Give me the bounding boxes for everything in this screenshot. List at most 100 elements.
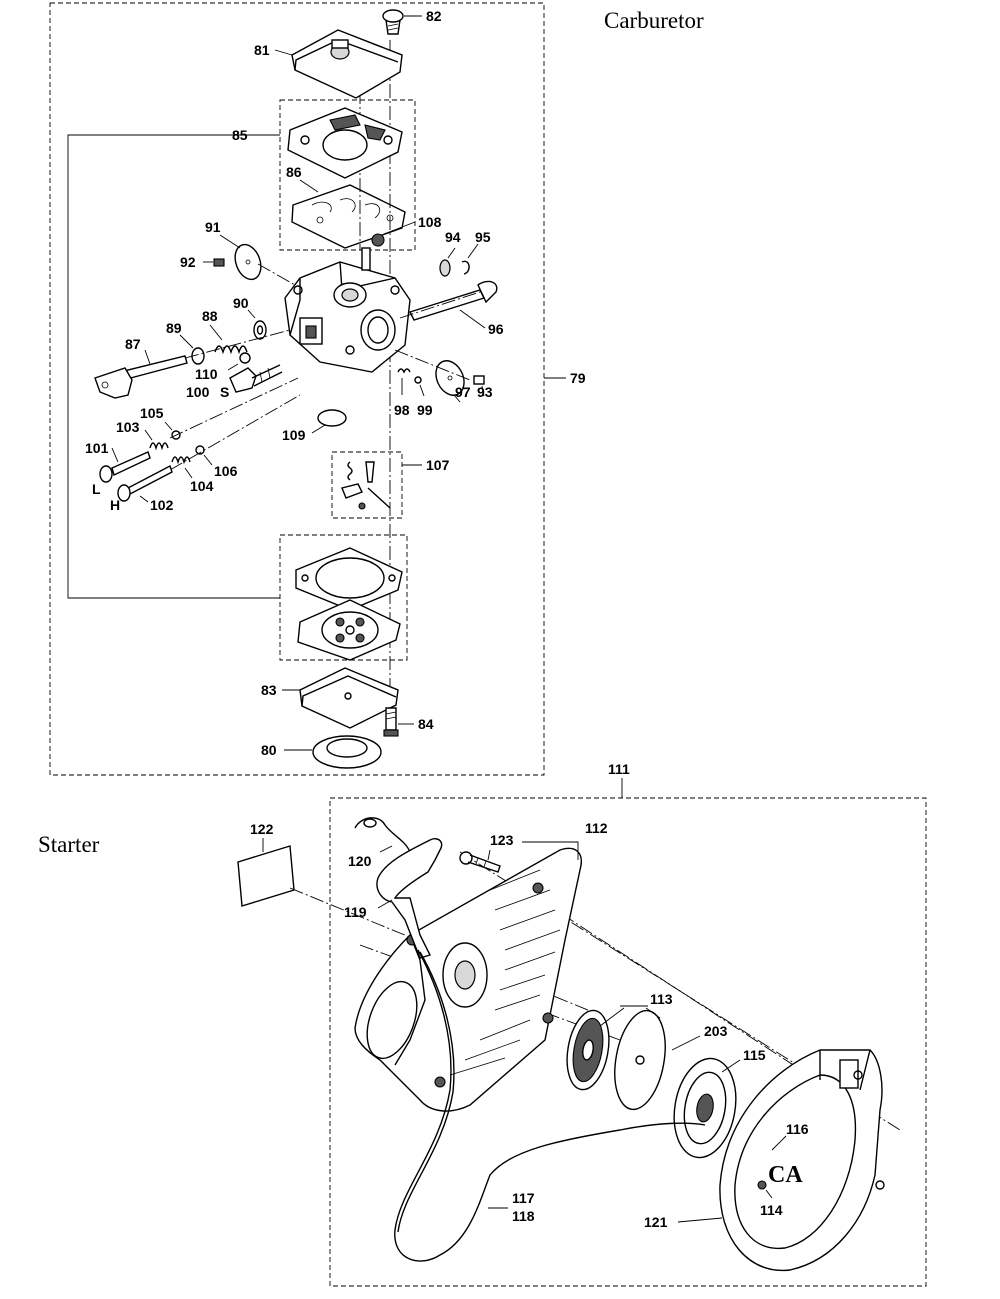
callout-79: 79 bbox=[570, 370, 586, 386]
part-102-h-needle: 102 H bbox=[110, 464, 174, 513]
needle-valve-kit-frame bbox=[331, 451, 403, 519]
starter-section-title: Starter bbox=[38, 832, 100, 857]
callout-203: 203 bbox=[704, 1023, 728, 1039]
callout-87: 87 bbox=[125, 336, 141, 352]
part-107-needle-valve-kit: 107 bbox=[331, 451, 450, 519]
callout-107: 107 bbox=[426, 457, 450, 473]
callout-109: 109 bbox=[282, 427, 306, 443]
callout-106: 106 bbox=[214, 463, 238, 479]
part-123-screw: 123 bbox=[459, 832, 514, 873]
part-85-pump-gasket bbox=[287, 107, 403, 179]
part-101-l-needle: 101 L bbox=[85, 440, 151, 497]
part-105-oring: 105 bbox=[140, 405, 181, 440]
part-99-ball: 99 bbox=[414, 376, 433, 418]
callout-119: 119 bbox=[344, 904, 367, 920]
callout-123: 123 bbox=[490, 832, 514, 848]
part-112-starter-housing: 112 bbox=[354, 820, 608, 1112]
part-121-starter-cover: CA 121 bbox=[644, 1049, 885, 1272]
starter-assembly-frame bbox=[329, 797, 927, 1287]
part-106-oring: 106 bbox=[195, 445, 238, 479]
part-91-choke-valve: 91 bbox=[205, 219, 296, 286]
callout-95: 95 bbox=[475, 229, 491, 245]
callout-89: 89 bbox=[166, 320, 182, 336]
callout-100: 100 bbox=[186, 384, 210, 400]
part-117-118-starter-rope: 117 118 bbox=[394, 949, 706, 1262]
part-89-washer: 89 bbox=[166, 320, 205, 365]
callout-115: 115 bbox=[743, 1047, 766, 1063]
callout-94: 94 bbox=[445, 229, 461, 245]
callout-110: 110 bbox=[195, 366, 218, 382]
gasket-kit-upper-frame bbox=[279, 99, 416, 251]
callout-103: 103 bbox=[116, 419, 140, 435]
part-88-spring: 88 bbox=[202, 308, 248, 355]
part-115-rope-pulley: 115 bbox=[673, 1047, 766, 1159]
part-119-handle: 119 bbox=[344, 838, 443, 959]
part-104-spring: 104 bbox=[171, 456, 214, 494]
part-92-screw: 92 bbox=[180, 254, 225, 270]
callout-117: 117 bbox=[512, 1190, 535, 1206]
part-113-rewind-spring: 113 bbox=[566, 991, 673, 1111]
part-110-ball: 110 bbox=[195, 352, 251, 382]
part-203: 203 bbox=[671, 1023, 728, 1051]
part-98-spring: 98 bbox=[394, 368, 411, 418]
callout-99: 99 bbox=[417, 402, 433, 418]
screw-letter-h: H bbox=[110, 497, 120, 513]
part-120-rope-lock: 120 bbox=[348, 817, 411, 869]
gasket-kit-lower-frame bbox=[279, 534, 408, 661]
callout-96: 96 bbox=[488, 321, 504, 337]
callout-111: 111 bbox=[608, 761, 630, 777]
part-100-s-screw: 100 S bbox=[186, 364, 283, 400]
cover-marking-text: CA bbox=[768, 1162, 803, 1188]
callout-88: 88 bbox=[202, 308, 218, 324]
callout-80: 80 bbox=[261, 742, 277, 758]
callout-112: 112 bbox=[585, 820, 608, 836]
callout-118: 118 bbox=[512, 1208, 535, 1224]
callout-92: 92 bbox=[180, 254, 196, 270]
part-95-clip: 95 bbox=[461, 229, 491, 275]
callout-93: 93 bbox=[477, 384, 493, 400]
part-metering-diaphragm bbox=[297, 599, 401, 661]
callout-82: 82 bbox=[426, 8, 442, 24]
carburetor-section-title: Carburetor bbox=[604, 8, 704, 33]
gasket-kit-85: 85 bbox=[67, 99, 416, 661]
callout-104: 104 bbox=[190, 478, 214, 494]
part-84-screw: 84 bbox=[383, 707, 434, 737]
callout-84: 84 bbox=[418, 716, 434, 732]
callout-90: 90 bbox=[233, 295, 249, 311]
callout-101: 101 bbox=[85, 440, 109, 456]
part-metering-gasket bbox=[295, 547, 403, 611]
starter-assembly-111: 111 bbox=[329, 761, 927, 1287]
callout-122: 122 bbox=[250, 821, 274, 837]
part-96-throttle-shaft: 96 bbox=[399, 280, 504, 337]
callout-85: 85 bbox=[232, 127, 248, 143]
part-81-pump-cover: 81 bbox=[254, 29, 403, 99]
callout-83: 83 bbox=[261, 682, 277, 698]
callout-120: 120 bbox=[348, 853, 372, 869]
callout-86: 86 bbox=[286, 164, 302, 180]
screw-letter-l: L bbox=[92, 481, 101, 497]
part-94-washer: 94 bbox=[439, 229, 461, 277]
part-90-washer: 90 bbox=[233, 295, 267, 340]
part-108-screen: 108 bbox=[371, 214, 442, 247]
part-87-choke-shaft: 87 bbox=[94, 329, 291, 399]
callout-91: 91 bbox=[205, 219, 221, 235]
callout-121: 121 bbox=[644, 1214, 668, 1230]
callout-113: 113 bbox=[650, 991, 673, 1007]
part-103-spring: 103 bbox=[116, 419, 169, 451]
part-82-screw: 82 bbox=[382, 8, 442, 35]
part-80-gasket: 80 bbox=[261, 735, 382, 769]
callout-81: 81 bbox=[254, 42, 270, 58]
part-97-throttle-valve: 97 bbox=[394, 349, 471, 403]
callout-108: 108 bbox=[418, 214, 442, 230]
part-122-label: 122 bbox=[237, 821, 295, 907]
carburetor-body bbox=[284, 247, 411, 373]
callout-97: 97 bbox=[455, 384, 471, 400]
part-114-screw: 114 bbox=[757, 1180, 783, 1218]
part-116: 116 bbox=[771, 1121, 809, 1151]
callout-114: 114 bbox=[760, 1202, 783, 1218]
part-93-screw: 93 bbox=[473, 375, 493, 400]
part-86-diaphragm: 86 bbox=[286, 164, 406, 249]
callout-105: 105 bbox=[140, 405, 164, 421]
part-109-ring: 109 bbox=[282, 409, 347, 443]
